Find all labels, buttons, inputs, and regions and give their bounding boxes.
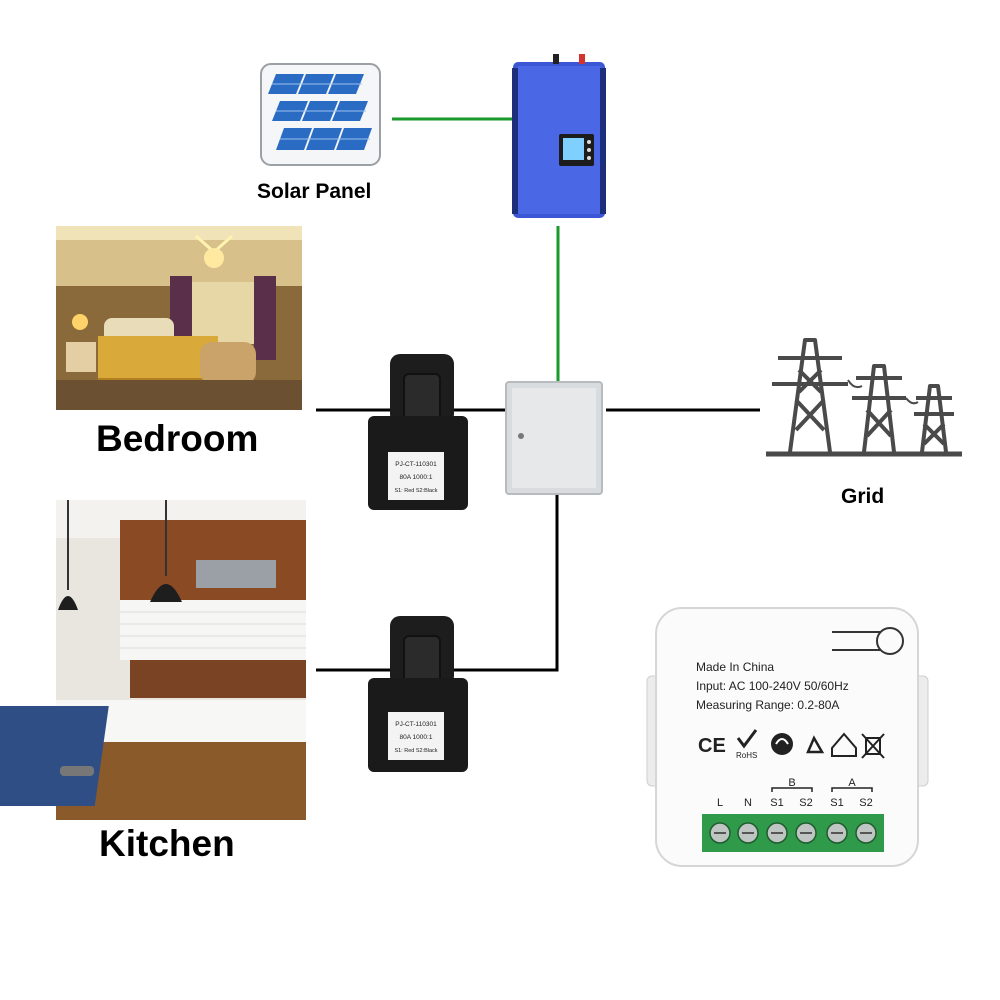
ct1-rating: 80A 1000:1 <box>400 474 433 481</box>
bedroom-photo <box>56 226 302 410</box>
terminal-label-a-s1: S1 <box>830 797 843 809</box>
meter-made-in: Made In China <box>696 660 774 674</box>
clamp-ct-bedroom: PJ-CT-110301 80A 1000:1 S1: Red S2:Black <box>368 354 468 510</box>
ct2-wires: S1: Red S2:Black <box>394 748 437 754</box>
terminal-label-a-s2: S2 <box>859 797 872 809</box>
terminal-label-b-s2: S2 <box>799 797 812 809</box>
power-grid-icon <box>766 338 962 457</box>
recycling-arrows-icon <box>806 735 825 754</box>
inverter-icon <box>512 54 606 218</box>
ct1-wires: S1: Red S2:Black <box>394 488 437 494</box>
terminal-block <box>702 814 884 852</box>
ct2-model: PJ-CT-110301 <box>395 721 437 728</box>
ct1-model: PJ-CT-110301 <box>395 461 437 468</box>
weee-bin-icon <box>861 733 885 759</box>
ce-mark: CE <box>698 735 726 757</box>
distribution-box <box>505 381 603 495</box>
clamp-ct-kitchen: PJ-CT-110301 80A 1000:1 S1: Red S2:Black <box>368 616 468 772</box>
kitchen-label: Kitchen <box>99 823 235 864</box>
rohs-mark: RoHS <box>736 751 757 760</box>
grid-label: Grid <box>841 485 885 508</box>
ct2-rating: 80A 1000:1 <box>400 734 433 741</box>
terminal-label-n: N <box>744 797 752 809</box>
group-b-label: B <box>788 777 795 789</box>
kitchen-photo <box>0 500 306 820</box>
solar-panel-label: Solar Panel <box>257 180 372 203</box>
bedroom-label: Bedroom <box>96 418 259 459</box>
terminal-label-l: L <box>717 797 723 809</box>
terminal-label-b-s1: S1 <box>770 797 783 809</box>
meter-range: Measuring Range: 0.2-80A <box>696 698 839 712</box>
energy-meter: Made In China Input: AC 100-240V 50/60Hz… <box>646 607 929 867</box>
meter-input: Input: AC 100-240V 50/60Hz <box>696 679 849 693</box>
solar-panel-icon <box>260 63 381 166</box>
group-a-label: A <box>848 777 856 789</box>
check-icon <box>736 729 758 749</box>
indoor-use-icon <box>831 732 857 757</box>
recycle-icon <box>771 733 793 755</box>
